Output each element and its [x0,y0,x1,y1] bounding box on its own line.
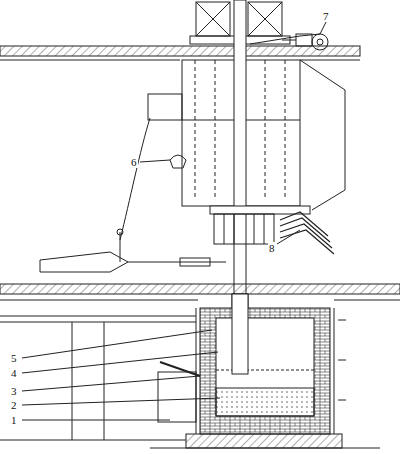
callout-number: 3 [10,385,18,397]
callout-number: 2 [10,399,18,411]
callout-number: 4 [10,367,18,379]
callout-number: 1 [10,414,18,426]
callout-number: 7 [322,10,330,22]
callout-number: 8 [268,242,276,254]
callout-number: 5 [10,352,18,364]
callout-number: 6 [130,156,138,168]
